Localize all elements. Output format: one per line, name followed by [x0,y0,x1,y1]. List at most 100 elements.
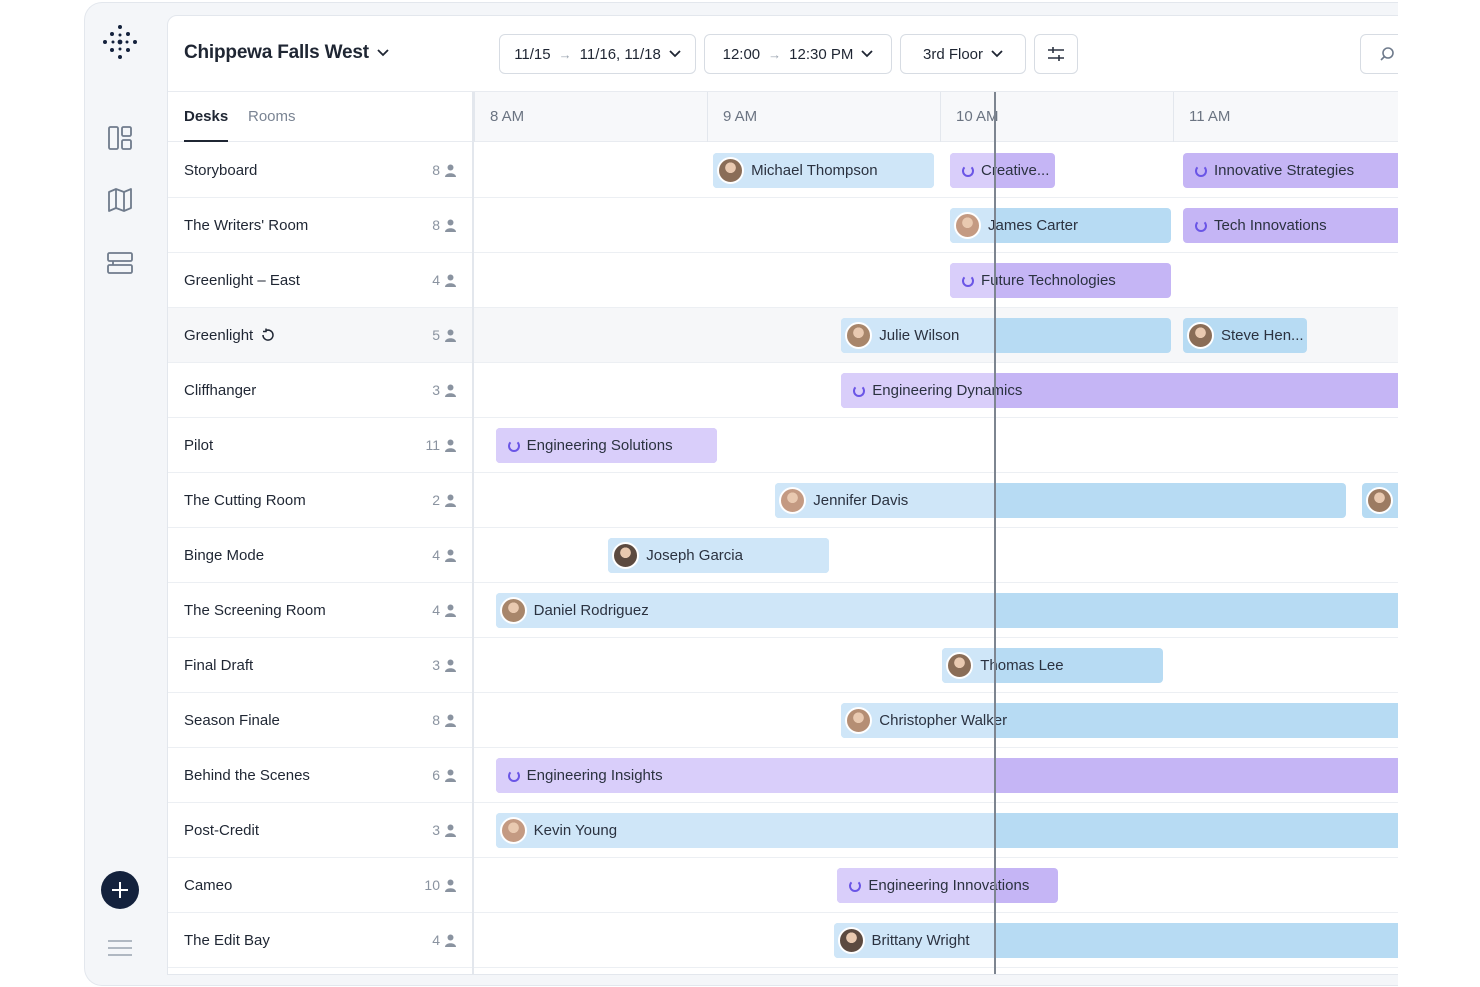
elapsed-portion [608,538,830,573]
desk-booking[interactable]: Thomas Lee [942,648,1164,683]
timeline-row[interactable] [474,913,1398,968]
booking-label: Engineering Innovations [868,877,1030,894]
booking-label: Tech Innovations [1214,217,1327,234]
elapsed-portion [495,813,995,848]
avatar [845,707,873,734]
room-row[interactable]: Cameo 10 [168,858,472,913]
desk-booking[interactable]: Daniel Rodriguez [495,593,1398,628]
desks-icon[interactable] [105,248,135,278]
room-capacity: 10 [424,877,456,893]
map-icon[interactable] [105,185,135,215]
room-name: Cameo [184,876,233,894]
desk-booking[interactable]: James Carter [950,208,1171,243]
desk-booking[interactable]: Julie Wilson [841,318,1171,353]
desk-booking[interactable]: Brittany Wright [833,923,1398,958]
dashboard-icon[interactable] [105,123,135,153]
timeline-row[interactable] [474,583,1398,638]
room-event[interactable]: Engineering Solutions [495,428,717,463]
timeline-row[interactable] [474,198,1398,253]
dots-logo-icon[interactable] [101,23,139,61]
timeline-row[interactable] [474,418,1398,473]
capacity-count: 6 [432,767,440,783]
timeline-row[interactable] [474,858,1398,913]
hour-label: 9 AM [723,108,758,125]
elapsed-portion [841,373,995,408]
room-event[interactable]: Innovative Strategies [1183,153,1398,188]
capacity-count: 4 [432,547,440,563]
filter-button[interactable] [1034,34,1078,74]
capacity-count: 3 [432,822,440,838]
time-end: 12:30 PM [789,45,854,63]
time-range-picker[interactable]: 12:00 → 12:30 PM [704,34,892,74]
room-capacity: 2 [432,492,456,508]
desk-booking[interactable]: Jennifer Davis [775,483,1346,518]
timeline-row[interactable] [474,803,1398,858]
tab-desks[interactable]: Desks [184,108,229,125]
room-name: Post-Credit [184,821,260,839]
tab-rooms[interactable]: Rooms [248,108,296,125]
desk-booking[interactable]: Kevin Young [495,813,1398,848]
timeline-row[interactable] [474,143,1398,198]
floor-selector[interactable]: 3rd Floor [900,34,1026,74]
avatar [837,927,865,954]
room-event[interactable]: Future Technologies [950,263,1171,298]
timeline-row[interactable] [474,693,1398,748]
person-icon [445,219,456,232]
room-event[interactable]: Engineering Insights [495,758,1398,793]
desk-booking[interactable]: Ri [1361,483,1398,518]
plus-icon [112,882,128,898]
location-selector[interactable]: Chippewa Falls West [184,42,389,64]
booking-label: Creative... [981,162,1050,179]
timeline-row[interactable] [474,363,1398,418]
room-capacity: 3 [432,657,456,673]
hamburger-menu-icon[interactable] [105,933,135,963]
timeline-row[interactable] [474,473,1398,528]
avatar [717,157,745,184]
timeline-row[interactable] [474,638,1398,693]
desk-booking[interactable]: Joseph Garcia [608,538,830,573]
in-progress-icon [853,384,866,397]
desk-booking[interactable]: Christopher Walker [841,703,1398,738]
room-event[interactable]: Engineering Innovations [837,868,1059,903]
room-capacity: 3 [432,382,456,398]
timeline-row[interactable] [474,528,1398,583]
room-event[interactable]: Tech Innovations [1183,208,1398,243]
date-end: 11/16, 11/18 [579,45,661,63]
room-event[interactable]: Engineering Dynamics [841,373,1398,408]
timeline-row[interactable] [474,253,1398,308]
person-icon [445,494,456,507]
room-event[interactable]: Creative... [950,153,1055,188]
chevron-down-icon [861,50,874,58]
room-capacity: 4 [432,272,456,288]
timeline-row[interactable] [474,748,1398,803]
desk-booking[interactable]: Steve Hen... [1183,318,1307,353]
chevron-down-icon [991,50,1003,58]
hour-divider [707,92,708,142]
hour-label: 8 AM [490,108,525,125]
avatar [1365,487,1393,514]
capacity-count: 4 [432,932,440,948]
sliders-icon [1048,47,1064,61]
add-button[interactable] [101,871,139,909]
in-progress-icon [962,274,974,287]
room-row[interactable]: Post-Credit 3 [168,803,472,858]
search-button[interactable] [1360,34,1398,74]
date-range-picker[interactable]: 11/15 → 11/16, 11/18 [499,34,696,74]
desk-booking[interactable]: Michael Thompson [713,153,935,188]
